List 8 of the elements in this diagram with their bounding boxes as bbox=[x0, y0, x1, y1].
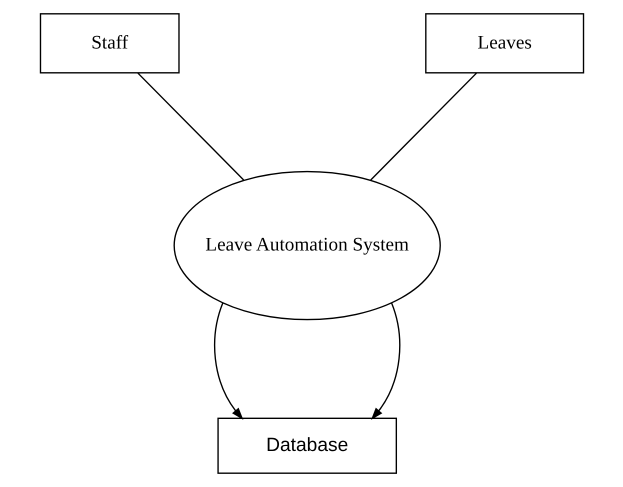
connector bbox=[370, 72, 477, 180]
arrow bbox=[214, 302, 243, 420]
node-box: Leaves bbox=[424, 13, 584, 74]
connector bbox=[136, 72, 244, 180]
arrow bbox=[370, 302, 400, 420]
node-ellipse: Leave Automation System bbox=[173, 170, 440, 320]
node-box: Staff bbox=[39, 13, 180, 74]
node-box: Database bbox=[216, 418, 397, 474]
